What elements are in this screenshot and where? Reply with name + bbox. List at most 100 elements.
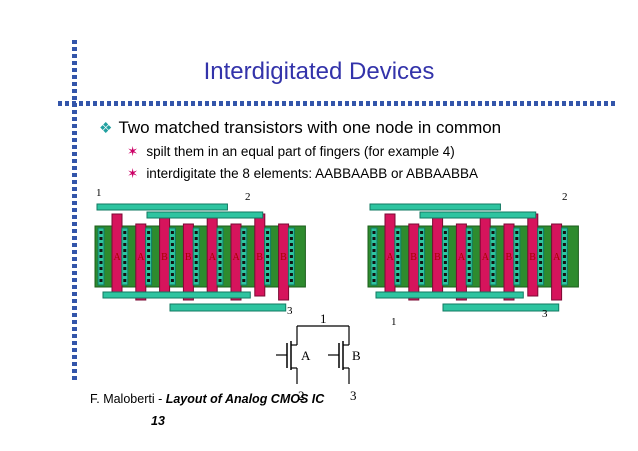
contact-square (491, 261, 495, 264)
contact-square (218, 243, 222, 246)
main-bullet: ❖Two matched transistors with one node i… (99, 118, 501, 138)
contact-square (491, 249, 495, 252)
contact-square (170, 261, 174, 264)
contact-square (194, 279, 198, 282)
contact-square (467, 237, 471, 240)
contact-square (491, 231, 495, 234)
contact-square (420, 261, 424, 264)
contact-square (372, 243, 376, 246)
contact-square (443, 267, 447, 270)
contact-square (539, 279, 543, 282)
metal-rail-gate (102, 291, 251, 299)
contact-square (99, 231, 103, 234)
transistor-schematic: 1 A B 2 3 (276, 311, 361, 403)
contact-square (266, 267, 270, 270)
contact-square (562, 273, 566, 276)
gate-label: A (458, 252, 466, 263)
contact-square (467, 243, 471, 246)
contact-square (99, 261, 103, 264)
contact-square (372, 273, 376, 276)
node1-label: 1 (391, 316, 397, 328)
gate-label: B (529, 252, 536, 263)
contact-square (372, 249, 376, 252)
contact-square (123, 267, 127, 270)
contact-square (396, 243, 400, 246)
contact-square (170, 243, 174, 246)
contact-square (562, 237, 566, 240)
gate-label: A (482, 252, 490, 263)
contact-square (147, 237, 151, 240)
contact-square (170, 273, 174, 276)
node1-label: 1 (96, 187, 102, 199)
contact-square (218, 249, 222, 252)
contact-square (266, 279, 270, 282)
sub-bullet-1-text: spilt them in an equal part of fingers (… (146, 144, 455, 159)
metal-rail-node3 (169, 303, 287, 312)
contact-square (99, 273, 103, 276)
contact-square (170, 279, 174, 282)
contact-square (266, 249, 270, 252)
node3-label: 3 (542, 308, 548, 320)
contact-square (539, 261, 543, 264)
sub-bullet-2-text: interdigitate the 8 elements: AABBAABB o… (146, 166, 478, 181)
contact-square (242, 243, 246, 246)
contact-square (289, 255, 293, 258)
gate-label: B (185, 252, 192, 263)
contact-square (99, 249, 103, 252)
contact-square (420, 243, 424, 246)
contact-square (123, 237, 127, 240)
contact-square (515, 273, 519, 276)
contact-square (420, 231, 424, 234)
contact-square (443, 279, 447, 282)
contact-square (99, 267, 103, 270)
contact-square (372, 261, 376, 264)
footer-title: Layout of Analog CMOS IC (165, 392, 325, 406)
contact-square (147, 255, 151, 258)
contact-square (420, 237, 424, 240)
contact-square (396, 267, 400, 270)
contact-square (194, 273, 198, 276)
contact-square (123, 261, 127, 264)
contact-square (147, 279, 151, 282)
contact-square (515, 237, 519, 240)
contact-square (539, 243, 543, 246)
contact-square (123, 279, 127, 282)
footer-author: F. Maloberti - (90, 392, 166, 406)
contact-square (372, 231, 376, 234)
node3-label: 3 (287, 305, 293, 317)
metal-rail-node2 (419, 211, 537, 219)
contact-square (515, 261, 519, 264)
contact-square (147, 273, 151, 276)
contact-square (289, 249, 293, 252)
main-bullet-text: Two matched transistors with one node in… (118, 118, 502, 137)
contact-square (99, 279, 103, 282)
gate-label: A (387, 252, 395, 263)
contact-square (218, 261, 222, 264)
contact-square (420, 267, 424, 270)
contact-square (194, 249, 198, 252)
sub-bullet-2: ✶interdigitate the 8 elements: AABBAABB … (127, 166, 478, 182)
decor-vertical-line (72, 40, 77, 380)
contact-square (396, 279, 400, 282)
gate-label: B (410, 252, 417, 263)
contact-square (147, 267, 151, 270)
schematic-a-label: A (301, 348, 311, 363)
contact-square (242, 267, 246, 270)
contact-square (491, 255, 495, 258)
contact-square (266, 261, 270, 264)
contact-square (515, 279, 519, 282)
contact-square (539, 237, 543, 240)
contact-square (562, 231, 566, 234)
contact-square (491, 279, 495, 282)
contact-square (420, 255, 424, 258)
gate-label: A (114, 252, 122, 263)
contact-square (218, 279, 222, 282)
contact-square (194, 267, 198, 270)
contact-square (99, 243, 103, 246)
gate-label: B (434, 252, 441, 263)
contact-square (539, 255, 543, 258)
contact-square (289, 261, 293, 264)
contact-square (539, 249, 543, 252)
contact-square (443, 261, 447, 264)
